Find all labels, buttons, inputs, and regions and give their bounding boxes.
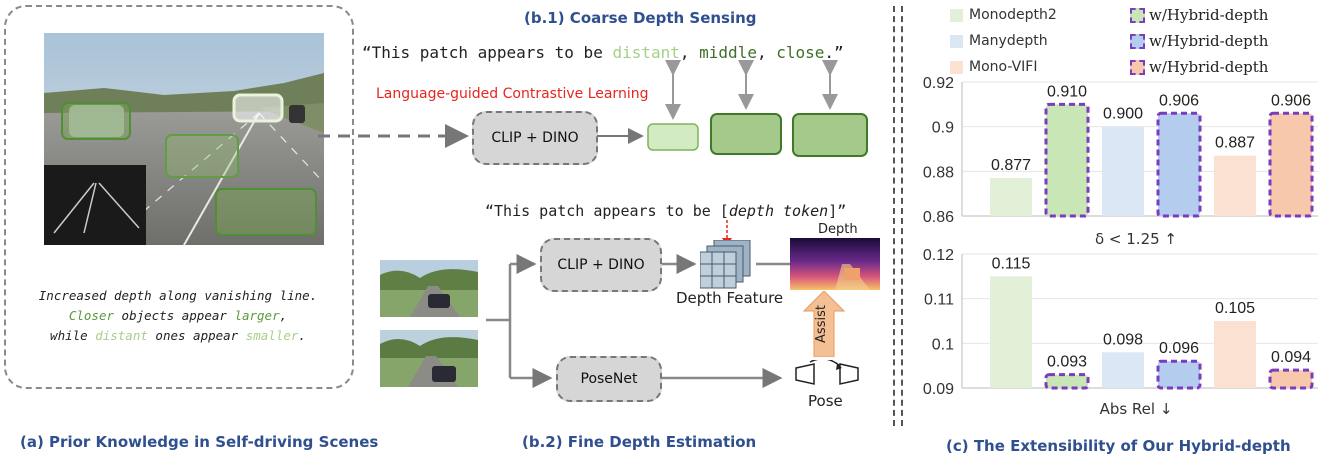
y-tick-label: 0.9 xyxy=(932,120,954,137)
x-axis-label: δ < 1.25 ↑ xyxy=(1095,230,1177,248)
y-tick-label: 0.09 xyxy=(923,381,954,398)
bar xyxy=(990,276,1032,388)
legend-swatch xyxy=(950,60,963,74)
input-frame-2 xyxy=(380,330,478,387)
caption-b1: (b.1) Coarse Depth Sensing xyxy=(524,9,757,27)
bar-hybrid xyxy=(1044,373,1090,390)
y-tick-label: 0.86 xyxy=(923,209,954,226)
legend-swatch-hybrid xyxy=(1130,59,1145,75)
bar xyxy=(990,178,1032,216)
depth-label: Depth xyxy=(818,222,858,237)
bar xyxy=(1102,352,1144,388)
bar-value-label: 0.910 xyxy=(1047,83,1087,100)
b2-clip-dino-box: CLIP + DINO xyxy=(540,238,662,292)
text-line-1: Increased depth along vanishing line. xyxy=(38,288,318,303)
caption-b2: (b.2) Fine Depth Estimation xyxy=(522,433,757,451)
bar-value-label: 0.096 xyxy=(1159,340,1199,357)
legend-swatch-hybrid xyxy=(1130,7,1145,23)
depth-map-image xyxy=(790,238,880,290)
bar-value-label: 0.094 xyxy=(1271,349,1311,366)
b1-clip-dino-box: CLIP + DINO xyxy=(472,111,598,165)
panel-separator xyxy=(893,6,903,426)
bar-value-label: 0.098 xyxy=(1103,331,1143,348)
depth-feature-label: Depth Feature xyxy=(676,289,784,307)
b1-quote: “This patch appears to be distant, middl… xyxy=(362,43,844,62)
posenet-box: PoseNet xyxy=(556,356,662,402)
legend-item-hybrid-1: w/Hybrid-depth xyxy=(1130,4,1268,26)
bar-charts: 0.86 0.88 0.9 0.92 0.877 0.910 0.900 0.906 0.887… xyxy=(923,76,1318,418)
bar-value-label: 0.906 xyxy=(1271,92,1311,109)
legend-item-hybrid-2: w/Hybrid-depth xyxy=(1130,30,1268,52)
text-line-2: Closer objects appear larger, xyxy=(68,308,288,323)
legend-item-monodepth2: Monodepth2 xyxy=(950,4,1057,26)
legend-item-mono-vifi: Mono-VIFI xyxy=(950,56,1037,78)
legend-item-manydepth: Manydepth xyxy=(950,30,1048,52)
bar-hybrid xyxy=(1156,359,1202,390)
legend: Monodepth2 Manydepth Mono-VIFI w/Hybrid-… xyxy=(950,4,1320,76)
caption-c: (c) The Extensibility of Our Hybrid-dept… xyxy=(946,437,1291,455)
y-tick-label: 0.12 xyxy=(923,247,954,264)
assist-label: Assist xyxy=(814,305,829,343)
bar-value-label: 0.906 xyxy=(1159,92,1199,109)
bar xyxy=(1214,321,1256,388)
bar xyxy=(1102,126,1144,216)
text-line-3: while distant ones appear smaller. xyxy=(50,328,306,343)
bar-hybrid xyxy=(1268,111,1314,218)
input-frame-1 xyxy=(380,260,478,317)
bar-hybrid xyxy=(1044,102,1090,218)
bar xyxy=(1214,155,1256,216)
depth-feature-icon xyxy=(700,240,751,289)
legend-swatch xyxy=(950,34,963,48)
panel-a-frame xyxy=(4,5,354,389)
pose-icon xyxy=(795,360,859,385)
bar-value-label: 0.900 xyxy=(1103,106,1143,123)
bar-value-label: 0.115 xyxy=(992,255,1031,272)
bar-value-label: 0.105 xyxy=(1215,300,1255,317)
bar-value-label: 0.093 xyxy=(1047,354,1087,371)
y-tick-label: 0.92 xyxy=(923,76,954,92)
caption-a: (a) Prior Knowledge in Self-driving Scen… xyxy=(20,433,379,451)
prior-knowledge-text: Increased depth along vanishing line. Cl… xyxy=(10,286,346,346)
contrastive-learning-label: Language-guided Contrastive Learning xyxy=(376,86,649,102)
y-tick-label: 0.1 xyxy=(932,336,954,353)
y-tick-label: 0.11 xyxy=(924,292,954,309)
assist-arrow xyxy=(802,291,846,357)
legend-swatch-hybrid xyxy=(1130,33,1145,49)
bar-value-label: 0.877 xyxy=(991,157,1031,174)
legend-swatch xyxy=(950,8,963,22)
road-scene-image xyxy=(44,33,324,245)
bar-value-label: 0.887 xyxy=(1215,135,1255,152)
b2-quote: “This patch appears to be [depth token]” xyxy=(485,202,847,220)
bar-hybrid xyxy=(1156,111,1202,218)
x-axis-label: Abs Rel ↓ xyxy=(1100,400,1173,418)
bar-hybrid xyxy=(1268,368,1314,390)
legend-item-hybrid-3: w/Hybrid-depth xyxy=(1130,56,1268,78)
y-tick-label: 0.88 xyxy=(923,164,954,181)
pose-label: Pose xyxy=(808,392,843,410)
